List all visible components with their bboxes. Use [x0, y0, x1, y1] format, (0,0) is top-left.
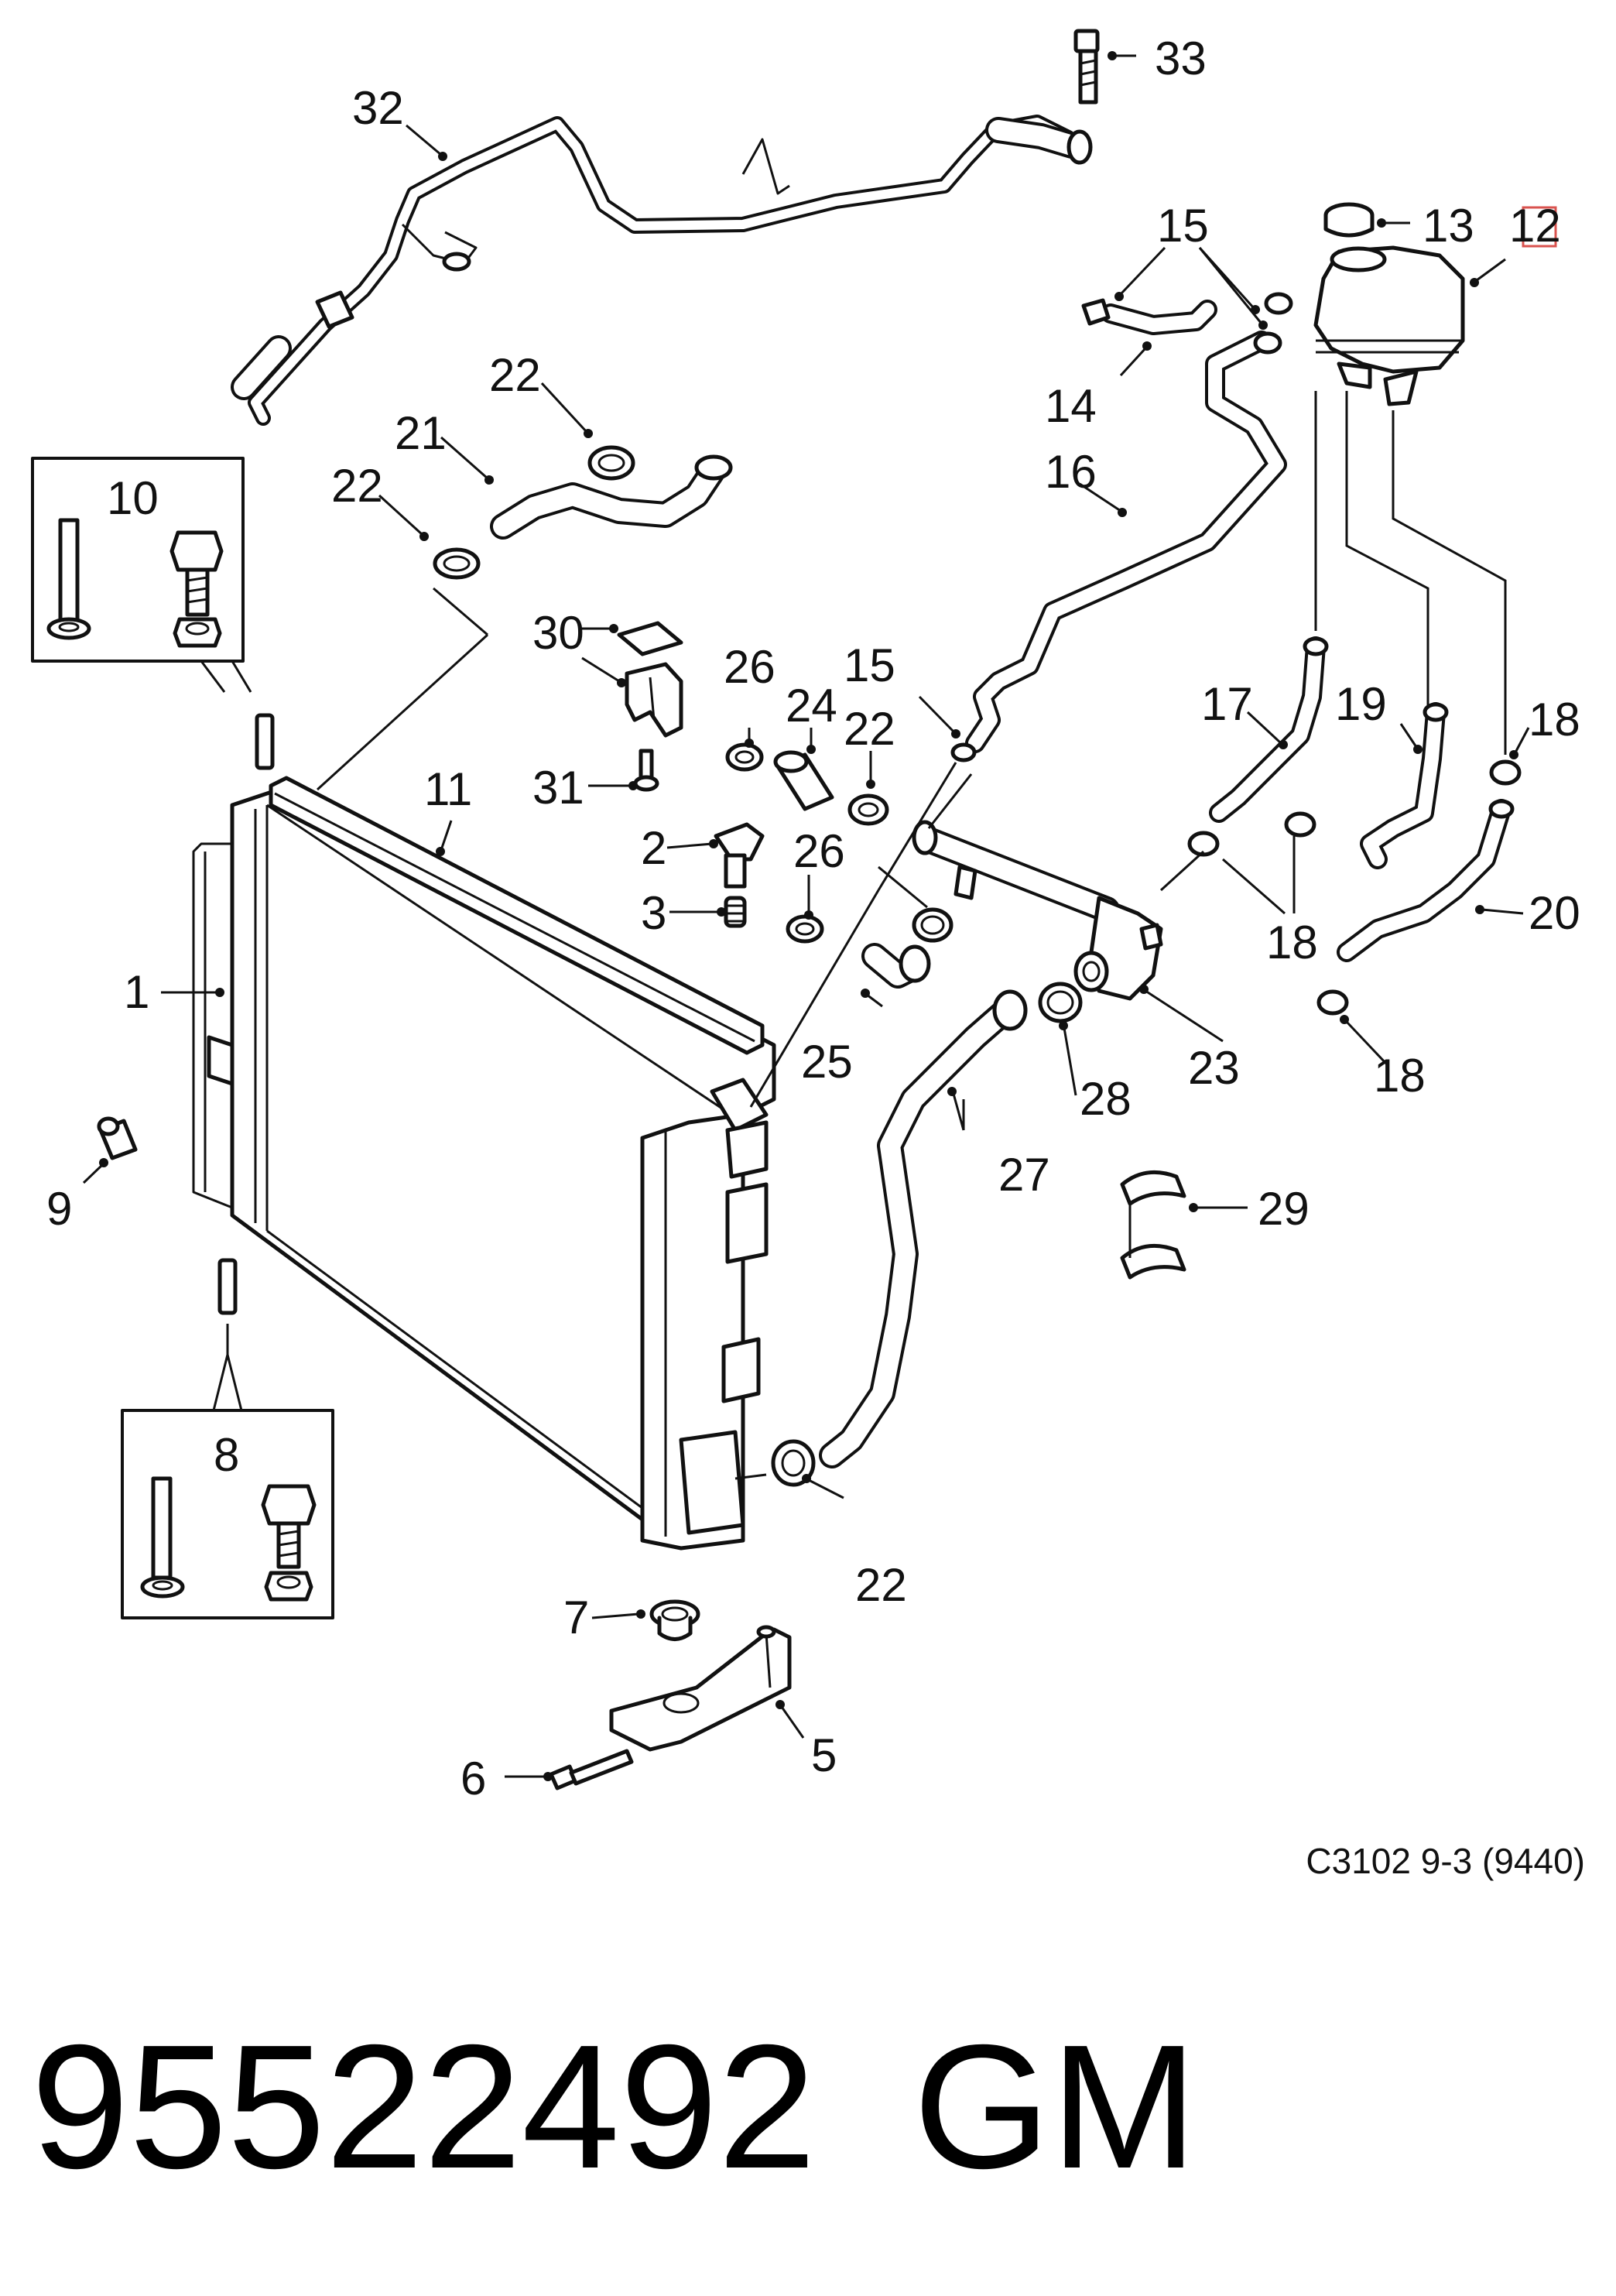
- part-15-clamps: [950, 292, 1293, 762]
- part-33-bolt: [1073, 29, 1100, 105]
- callout-27: 27: [998, 1149, 1050, 1201]
- callout-19: 19: [1335, 678, 1387, 730]
- diagram-caption: C3102 9-3 (9440): [1306, 1841, 1585, 1881]
- part-6-bolt: [549, 1749, 634, 1791]
- callout-leaders: [82, 51, 1530, 1781]
- guide-pin-upper: [255, 713, 275, 770]
- part-29-hose-clips: [1120, 1170, 1186, 1280]
- callout-15-top: 15: [1157, 200, 1209, 252]
- callout-18-mid: 18: [1266, 917, 1318, 968]
- part-2-sensor: [714, 822, 765, 889]
- callout-29: 29: [1258, 1183, 1310, 1235]
- part-26-clamp-ring: [912, 907, 954, 943]
- callout-2: 2: [641, 822, 666, 874]
- callout-22-top: 22: [489, 349, 541, 401]
- callout-30: 30: [532, 607, 584, 659]
- callout-1: 1: [124, 966, 149, 1018]
- part-17-hose: [1209, 636, 1329, 823]
- tank-leader-lines: [1314, 391, 1507, 755]
- callout-21: 21: [395, 407, 447, 459]
- callout-9: 9: [46, 1183, 72, 1235]
- callout-26-top: 26: [724, 641, 775, 693]
- assembly-lines: [316, 587, 1205, 1480]
- callout-7: 7: [563, 1592, 589, 1643]
- fastener-kit-box-10: [31, 457, 252, 693]
- part-30-bracket: [617, 621, 683, 738]
- part-5-bracket: [609, 1625, 792, 1752]
- part-9-bushing: [97, 1116, 138, 1160]
- callout-labels: 1 2 3 5 6 7 8 9 10 11 12 13 14 15 15 16 …: [46, 33, 1580, 1804]
- part-11-upper-seal-strip: [269, 776, 765, 1055]
- part-13-tank-cap: [1323, 202, 1375, 238]
- part-16-bleed-hose: [965, 331, 1287, 753]
- part-7-grommet: [649, 1599, 700, 1641]
- callout-22-low: 22: [855, 1559, 907, 1611]
- part-22-clamp-left: [433, 547, 481, 580]
- callout-6: 6: [460, 1753, 486, 1804]
- callout-25: 25: [801, 1036, 853, 1088]
- callout-20: 20: [1529, 887, 1580, 939]
- part-22-clamp-upper: [587, 445, 635, 481]
- callout-11: 11: [424, 763, 472, 815]
- callout-13: 13: [1423, 200, 1474, 252]
- callout-22-mid: 22: [844, 703, 895, 755]
- part-23-thermostat-housing: [912, 820, 1163, 1001]
- callout-32: 32: [352, 82, 404, 134]
- callout-5: 5: [811, 1729, 837, 1781]
- part-number: 95522492: [31, 2009, 816, 2205]
- fastener-kit-box-8: [121, 1258, 334, 1619]
- callout-18-low: 18: [1374, 1050, 1426, 1102]
- callout-15-mid: 15: [844, 639, 895, 691]
- callout-17: 17: [1201, 678, 1253, 730]
- part-21-hose: [490, 454, 733, 540]
- part-3-spring: [724, 896, 747, 928]
- part-25-elbow-hose: [861, 943, 931, 989]
- part-12-expansion-tank: [1313, 245, 1465, 406]
- callout-26-mid: 26: [793, 825, 845, 877]
- part-22-clamp-middle: [847, 793, 889, 826]
- callout-3: 3: [641, 887, 666, 939]
- callout-28: 28: [1080, 1073, 1132, 1125]
- part-22-clamp-lower: [771, 1439, 816, 1487]
- part-14-hose: [1081, 298, 1217, 335]
- callout-31: 31: [532, 762, 584, 814]
- callout-16: 16: [1045, 446, 1097, 498]
- part-24-connector-tube: [773, 750, 834, 811]
- callout-14: 14: [1045, 380, 1097, 432]
- part-19-hose: [1360, 702, 1449, 869]
- part-32-coolant-pipe: [231, 115, 1093, 426]
- callout-18-right: 18: [1529, 694, 1580, 745]
- part-27-lower-hose: [819, 989, 1028, 1468]
- callout-33: 33: [1155, 33, 1207, 84]
- callout-22-left: 22: [331, 460, 383, 512]
- part-18-clamps: [1187, 759, 1522, 1016]
- part-20-hose: [1337, 799, 1515, 962]
- part-31-bolt: [633, 749, 659, 792]
- callout-12: 12: [1509, 200, 1561, 252]
- callout-23: 23: [1188, 1042, 1240, 1094]
- part-26-clamp-upper: [725, 742, 764, 772]
- part-26-clamp-lower: [786, 914, 824, 944]
- callout-12-highlight: [1522, 206, 1557, 248]
- part-28-clamp: [1038, 982, 1083, 1023]
- callout-10: 10: [107, 472, 159, 524]
- part-brand: GM: [913, 2009, 1197, 2205]
- callout-24: 24: [786, 680, 837, 732]
- callout-8: 8: [214, 1429, 239, 1481]
